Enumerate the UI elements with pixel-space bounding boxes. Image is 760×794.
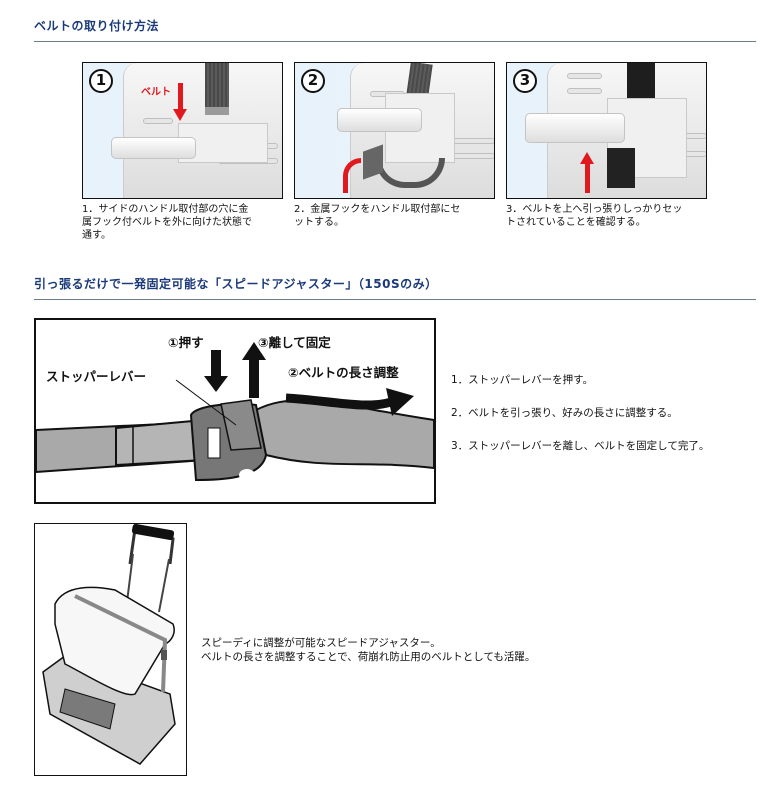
caption-line: 通す。	[82, 230, 111, 241]
caption-line: 属フック付ベルトを外に向けた状態で	[82, 217, 252, 228]
red-curved-arrow-icon	[343, 158, 361, 193]
step-2-photo: 2	[294, 62, 495, 199]
vent-slot	[143, 118, 173, 124]
step-2-caption: 2．金属フックをハンドル取付部にセ ットする。	[294, 203, 502, 229]
metal-hook	[205, 107, 229, 115]
step-number-badge: 3	[513, 69, 537, 93]
red-arrow-down-icon	[178, 83, 183, 111]
cooler-trolley-illustration	[34, 523, 187, 776]
description-line-1: スピーディに調整が可能なスピードアジャスター。	[201, 637, 441, 649]
metal-hook	[607, 148, 635, 188]
section-title-speed-adjuster: 引っ張るだけで一発固定可能な「スピードアジャスター」（150Sのみ）	[34, 275, 756, 300]
instruction-step-1: 1．ストッパーレバーを押す。	[451, 374, 594, 386]
description-line-2: ベルトの長さを調整することで、荷崩れ防止用のベルトとしても活躍。	[201, 651, 536, 663]
stopper-lever-label: ストッパーレバー	[46, 369, 147, 384]
step-number-badge: 2	[301, 69, 325, 93]
red-arrow-head-icon	[173, 109, 187, 121]
red-arrow-up-icon	[585, 163, 590, 193]
vent-slot	[567, 88, 602, 94]
caption-line: ットする。	[294, 217, 344, 228]
caption-line: 3．ベルトを上へ引っ張りしっかりセッ	[506, 204, 683, 215]
step-1-photo: ベルト 1	[82, 62, 283, 199]
caption-line: トされていることを確認する。	[506, 217, 646, 228]
side-handle	[111, 137, 196, 159]
instruction-step-3: 3．ストッパーレバーを離し、ベルトを固定して完了。	[451, 440, 710, 452]
step-3-photo: 3	[506, 62, 707, 199]
step-number-badge: 1	[89, 69, 113, 93]
belt-strap	[205, 63, 229, 111]
belt-buckle-illustration	[36, 342, 434, 482]
instruction-step-2: 2．ベルトを引っ張り、好みの長さに調整する。	[451, 407, 678, 419]
handle-mount	[178, 123, 268, 163]
adjust-length-label: ②ベルトの長さ調整	[288, 365, 399, 380]
side-handle	[337, 108, 422, 132]
cooler-stack-drawing	[42, 524, 176, 765]
red-arrow-head-icon	[580, 152, 594, 164]
caption-line: 1．サイドのハンドル取付部の穴に金	[82, 204, 249, 215]
step-1-caption: 1．サイドのハンドル取付部の穴に金 属フック付ベルトを外に向けた状態で 通す。	[82, 203, 290, 242]
belt-label: ベルト	[141, 87, 171, 98]
step-3-caption: 3．ベルトを上へ引っ張りしっかりセッ トされていることを確認する。	[506, 203, 714, 229]
vent-slot	[567, 73, 602, 79]
speed-adjuster-diagram: ①押す ③離して固定 ②ベルトの長さ調整 ストッパーレバー	[34, 318, 436, 504]
section-title-belt-installation: ベルトの取り付け方法	[34, 17, 756, 42]
side-handle	[525, 113, 625, 143]
caption-line: 2．金属フックをハンドル取付部にセ	[294, 204, 461, 215]
release-label: ③離して固定	[258, 335, 331, 350]
push-label: ①押す	[168, 335, 204, 350]
